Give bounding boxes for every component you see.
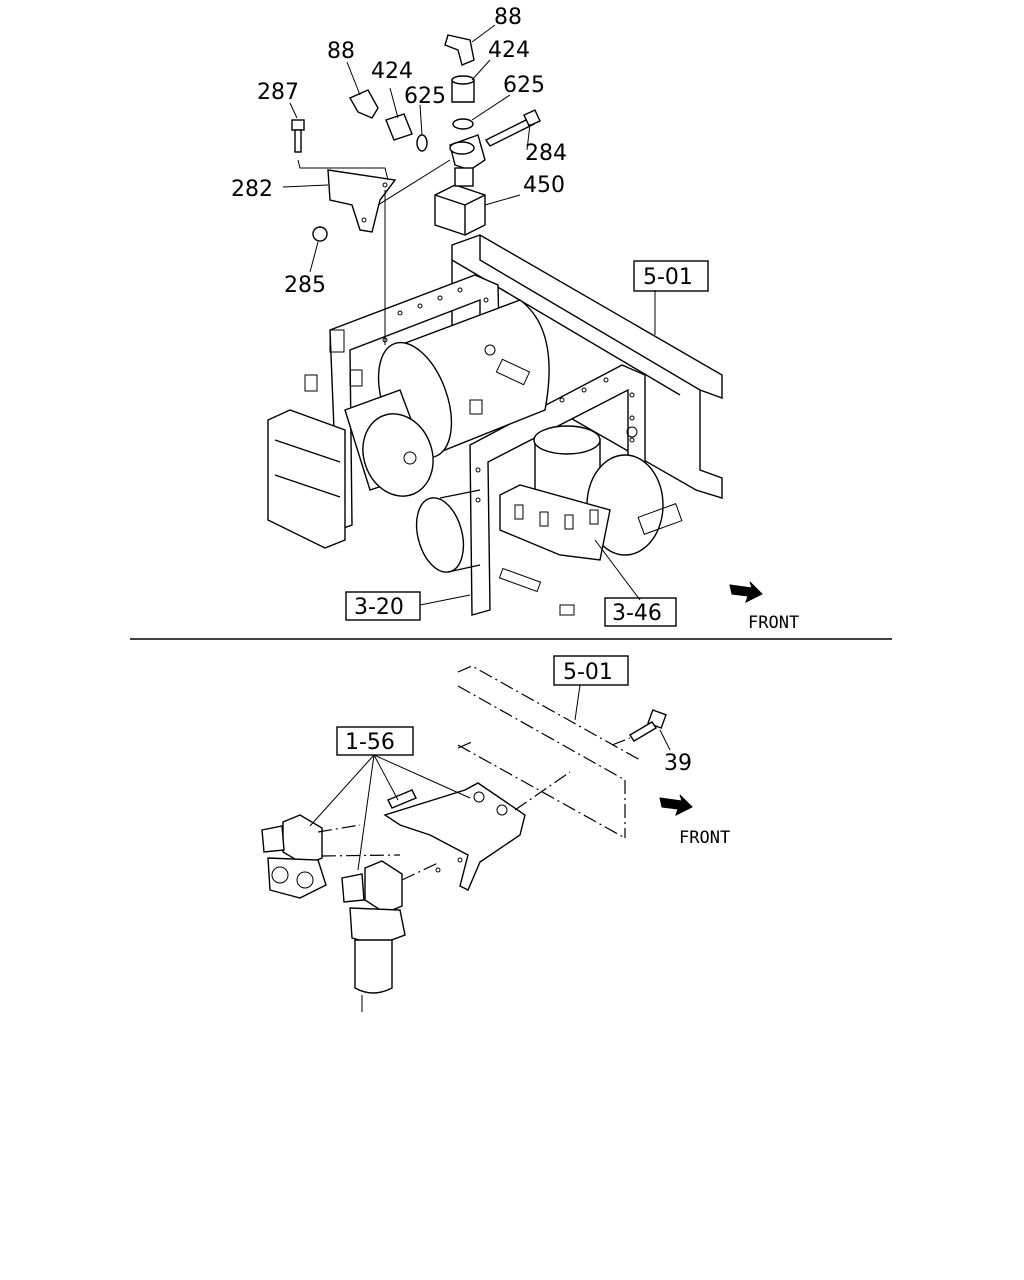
bottom-diagram: 5-01 1-56 39 FRONT <box>261 655 730 1012</box>
assembly-fittings <box>304 329 683 616</box>
bolt-284 <box>484 109 541 147</box>
valve-mounting-bracket <box>383 782 526 891</box>
svg-text:3-46: 3-46 <box>612 601 662 626</box>
bracket-282 <box>327 169 397 233</box>
reservoir-small <box>415 489 481 573</box>
ref-box-5-01-bottom[interactable]: 5-01 <box>553 655 629 686</box>
callout-284: 284 <box>525 141 567 166</box>
bolt-287 <box>291 119 305 153</box>
svg-text:1-56: 1-56 <box>345 730 395 755</box>
adapter-424-upper <box>451 75 475 103</box>
bolt-39 <box>629 709 667 742</box>
air-tank-cylinder <box>344 299 550 497</box>
callout-424-upper: 424 <box>488 38 530 63</box>
valve-housing-left <box>267 409 346 549</box>
elbow-fitting-88-left <box>349 89 379 119</box>
ref-box-1-56[interactable]: 1-56 <box>336 726 414 756</box>
top-leader-lines <box>282 24 656 606</box>
bracket-bolt <box>387 789 417 809</box>
callout-450: 450 <box>523 173 565 198</box>
o-ring-625-left <box>416 134 428 152</box>
frame-rail-phantom <box>457 665 641 839</box>
ref-box-3-46[interactable]: 3-46 <box>604 597 677 627</box>
adapter-424-left <box>385 113 413 141</box>
solenoid-valve-450 <box>434 134 486 236</box>
callout-285: 285 <box>284 273 326 298</box>
callout-39: 39 <box>664 751 692 776</box>
nut-285 <box>312 226 328 242</box>
top-diagram: 88 424 625 88 424 625 287 284 450 282 28… <box>231 5 799 633</box>
callout-88-upper: 88 <box>494 5 522 30</box>
air-dryer <box>499 425 664 561</box>
svg-text:5-01: 5-01 <box>643 265 693 290</box>
ref-box-3-20[interactable]: 3-20 <box>345 591 421 621</box>
front-arrow-icon <box>659 794 693 816</box>
front-arrow-icon <box>729 581 763 603</box>
callout-88-left: 88 <box>327 39 355 64</box>
front-label-top: FRONT <box>748 613 799 633</box>
o-ring-625-upper <box>452 118 474 130</box>
front-label-bottom: FRONT <box>679 828 730 848</box>
bottom-leader-lines <box>309 684 671 881</box>
solenoid-valve-right <box>341 860 406 1012</box>
callout-424-left: 424 <box>371 59 413 84</box>
solenoid-valve-left <box>261 814 327 899</box>
elbow-fitting-88-upper <box>444 34 475 66</box>
callout-625-upper: 625 <box>503 73 545 98</box>
callout-282: 282 <box>231 177 273 202</box>
svg-text:3-20: 3-20 <box>354 595 404 620</box>
ref-box-5-01-top[interactable]: 5-01 <box>633 260 709 292</box>
callout-625-left: 625 <box>404 84 446 109</box>
callout-287: 287 <box>257 80 299 105</box>
svg-text:5-01: 5-01 <box>563 660 613 685</box>
